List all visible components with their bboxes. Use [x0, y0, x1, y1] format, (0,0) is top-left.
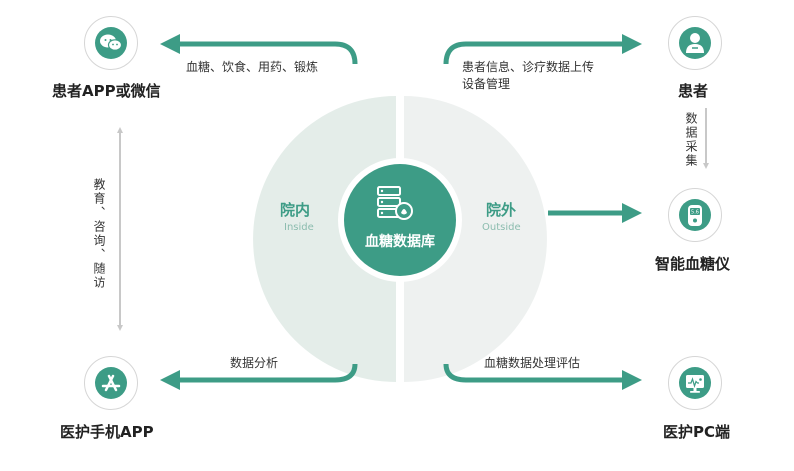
edge-label-to-medical-app: 数据分析	[230, 356, 279, 370]
data-collection-label: 数据采集	[684, 112, 698, 168]
patient-icon	[679, 27, 711, 59]
outside-subtitle: Outside	[482, 222, 521, 233]
edge-label-to-medical-pc: 血糖数据处理评估	[484, 356, 581, 370]
patient-node	[668, 16, 722, 70]
medical-app-label: 医护手机APP	[60, 423, 154, 441]
education-label: 教育、咨询、随访	[92, 178, 106, 290]
wechat-icon	[95, 27, 127, 59]
arrow-to-medical-app	[160, 363, 358, 390]
glucometer-reading: 5.6	[691, 210, 699, 216]
app-store-icon	[95, 367, 127, 399]
glucometer-icon: 5.6	[679, 199, 711, 231]
edge-label-to-patient-app: 血糖、饮食、用药、锻炼	[186, 60, 319, 74]
medical-pc-label: 医护PC端	[663, 423, 731, 441]
arrow-to-patient	[443, 34, 642, 65]
outside-half	[404, 96, 547, 382]
monitor-icon	[679, 367, 711, 399]
patient-app-label: 患者APP或微信	[52, 82, 161, 100]
outside-title: 院外	[486, 201, 517, 219]
inside-subtitle: Inside	[284, 222, 314, 233]
center-core	[344, 164, 456, 276]
arrow-to-medical-pc	[443, 363, 642, 390]
glucometer-node: 5.6	[668, 188, 722, 242]
glucometer-label: 智能血糖仪	[655, 255, 731, 273]
center-label: 血糖数据库	[365, 234, 435, 250]
patient-app-node	[84, 16, 138, 70]
patient-label: 患者	[678, 82, 709, 100]
medical-pc-node	[668, 356, 722, 410]
inside-half	[253, 96, 396, 382]
arrow-to-patient-app	[160, 34, 358, 65]
edge-label-to-patient-line2: 设备管理	[462, 77, 511, 91]
inside-title: 院内	[280, 201, 311, 219]
medical-app-node	[84, 356, 138, 410]
edge-label-to-patient-line1: 患者信息、诊疗数据上传	[462, 60, 595, 74]
server-icon	[377, 186, 413, 220]
